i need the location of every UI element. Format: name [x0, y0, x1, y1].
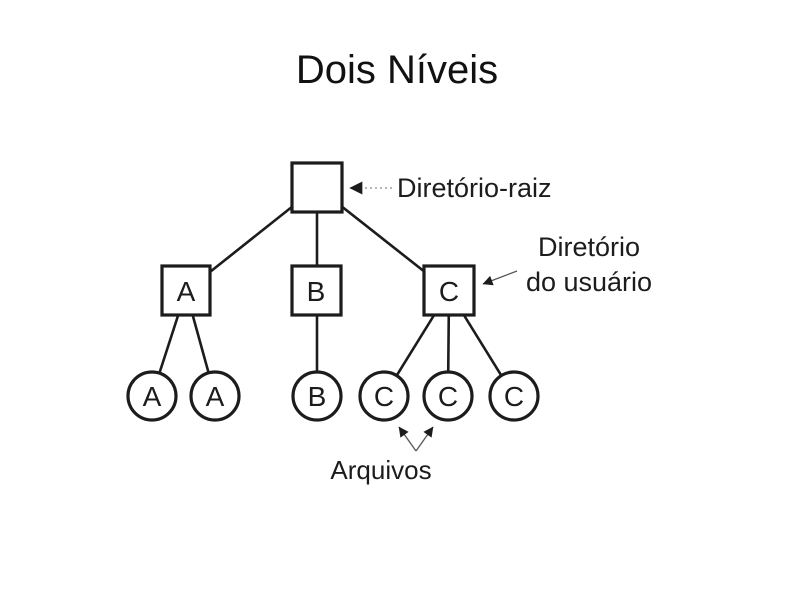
directory-square-B	[290, 264, 343, 317]
user-directory-arrow	[482, 270, 518, 286]
user-directory-label-line2: do usuário	[526, 267, 652, 297]
file-label-2: A	[206, 381, 225, 412]
user-directory-label-line1: Diretório	[538, 232, 640, 262]
user-directory-annotation: Diretório do usuário	[482, 232, 652, 297]
file-circle-4	[358, 370, 410, 422]
root-directory-square	[290, 161, 344, 214]
file-label-1: A	[143, 381, 162, 412]
file-label-3: B	[308, 381, 327, 412]
root-directory-node	[290, 161, 344, 214]
directory-label-B: B	[307, 276, 326, 307]
file-circle-3	[291, 370, 343, 422]
files-annotation: Arquivos	[330, 426, 434, 485]
file-label-4: C	[374, 381, 394, 412]
file-nodes: A A B C C C	[126, 370, 540, 422]
file-circle-5	[422, 370, 474, 422]
file-label-5: C	[438, 381, 458, 412]
directory-square-A	[160, 264, 212, 317]
user-directory-nodes: A B C	[160, 264, 476, 317]
file-circle-1	[126, 370, 178, 422]
file-circle-6	[488, 370, 540, 422]
directory-label-C: C	[439, 276, 459, 307]
files-label: Arquivos	[330, 455, 431, 485]
files-arrow-right	[415, 426, 434, 452]
files-arrow-left	[398, 426, 417, 452]
directory-label-A: A	[177, 276, 196, 307]
root-directory-annotation: Diretório-raiz	[349, 173, 552, 203]
file-circle-2	[189, 370, 241, 422]
slide-title: Dois Níveis	[295, 48, 499, 92]
directory-square-C	[422, 264, 476, 317]
root-directory-label: Diretório-raiz	[397, 173, 552, 203]
file-label-6: C	[504, 381, 524, 412]
